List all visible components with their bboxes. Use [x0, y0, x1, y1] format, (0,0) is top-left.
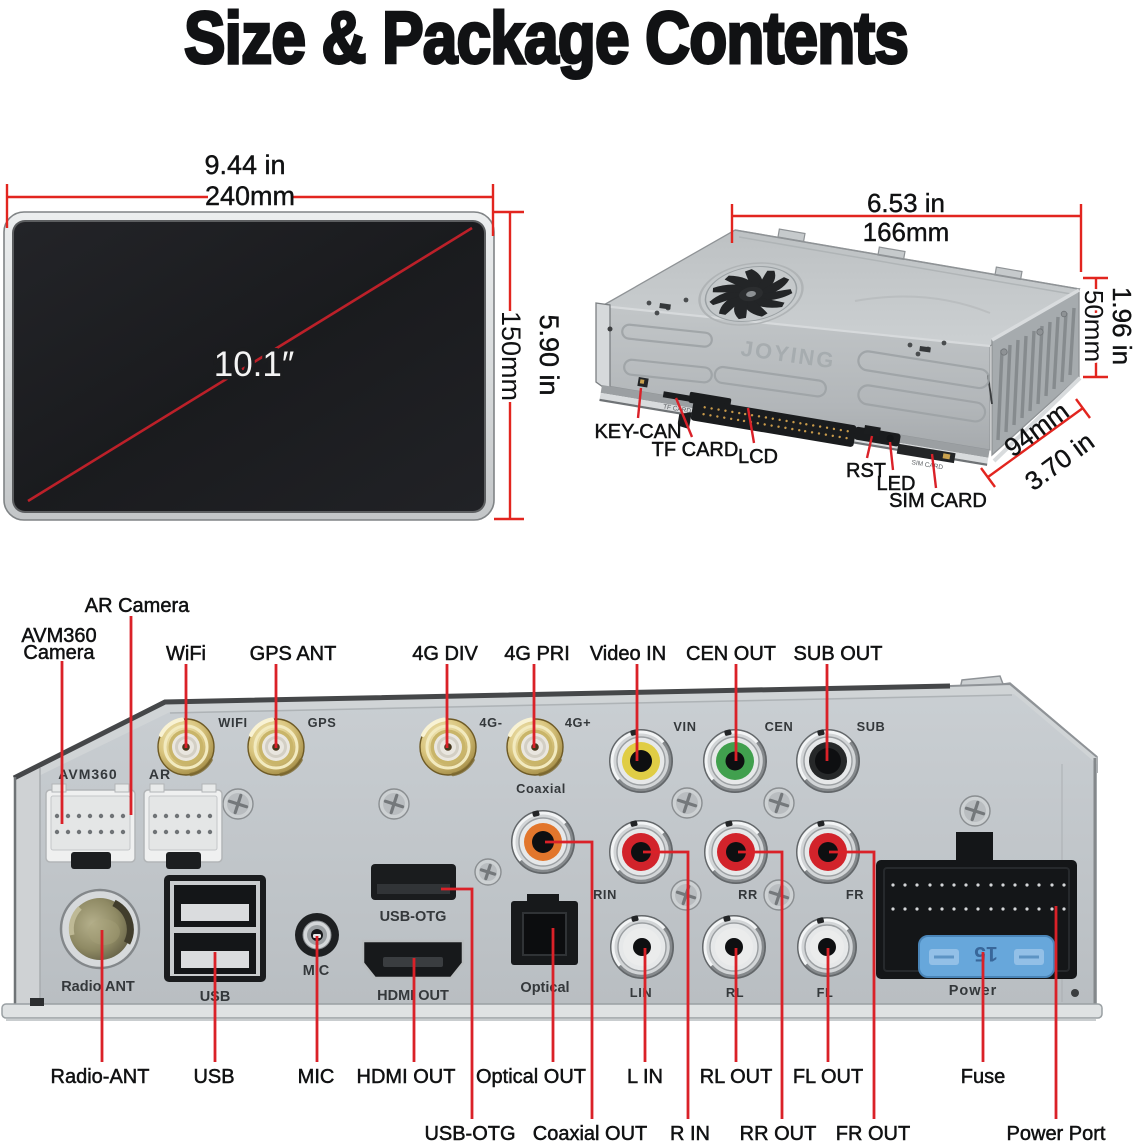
- svg-text:Fuse: Fuse: [961, 1066, 1005, 1088]
- svg-text:GPS ANT: GPS ANT: [250, 643, 337, 665]
- svg-text:AR: AR: [149, 766, 171, 782]
- svg-text:Power: Power: [949, 983, 998, 999]
- svg-text:Video IN: Video IN: [590, 643, 666, 665]
- svg-text:Coaxial OUT: Coaxial OUT: [533, 1123, 647, 1142]
- svg-text:Coaxial: Coaxial: [516, 781, 566, 796]
- svg-text:Camera: Camera: [23, 642, 95, 664]
- svg-text:Optical: Optical: [520, 980, 569, 996]
- svg-text:KEY-CAN: KEY-CAN: [594, 421, 681, 443]
- svg-text:4G PRI: 4G PRI: [504, 643, 570, 665]
- svg-text:240mm: 240mm: [205, 181, 295, 211]
- svg-text:VIN: VIN: [673, 719, 696, 734]
- svg-text:10.1″: 10.1″: [214, 345, 295, 384]
- svg-text:GPS: GPS: [308, 715, 337, 730]
- svg-text:FL OUT: FL OUT: [793, 1066, 863, 1088]
- svg-text:FR: FR: [846, 887, 864, 902]
- svg-text:USB-OTG: USB-OTG: [380, 909, 447, 925]
- svg-text:TF CARD: TF CARD: [663, 403, 692, 415]
- svg-text:AVM360: AVM360: [58, 766, 117, 782]
- svg-text:USB-OTG: USB-OTG: [424, 1123, 515, 1142]
- svg-text:5.90 in: 5.90 in: [534, 314, 564, 395]
- svg-text:150mm: 150mm: [496, 311, 526, 401]
- svg-text:AVM360: AVM360: [21, 625, 96, 647]
- svg-text:Radio-ANT: Radio-ANT: [51, 1066, 150, 1088]
- svg-text:RST: RST: [846, 460, 886, 482]
- svg-text:L IN: L IN: [627, 1066, 663, 1088]
- svg-text:Size & Package Contents: Size & Package Contents: [184, 0, 908, 79]
- svg-text:SUB: SUB: [857, 719, 886, 734]
- svg-text:50mm: 50mm: [1079, 290, 1109, 362]
- svg-text:WiFi: WiFi: [166, 643, 206, 665]
- svg-text:Power Port: Power Port: [1007, 1123, 1106, 1142]
- svg-text:CEN: CEN: [765, 719, 794, 734]
- svg-text:1.96 in: 1.96 in: [1107, 287, 1134, 365]
- svg-text:CEN OUT: CEN OUT: [686, 643, 776, 665]
- svg-text:4G DIV: 4G DIV: [412, 643, 478, 665]
- svg-text:RIN: RIN: [593, 887, 617, 902]
- svg-text:Optical OUT: Optical OUT: [476, 1066, 586, 1088]
- svg-text:9.44 in: 9.44 in: [204, 150, 285, 180]
- svg-text:RL OUT: RL OUT: [700, 1066, 773, 1088]
- svg-text:166mm: 166mm: [863, 217, 950, 247]
- svg-text:LIN: LIN: [630, 985, 652, 1000]
- svg-text:Radio ANT: Radio ANT: [61, 979, 135, 995]
- svg-text:FL: FL: [817, 985, 834, 1000]
- svg-text:AR Camera: AR Camera: [85, 595, 190, 617]
- svg-text:R IN: R IN: [670, 1123, 710, 1142]
- svg-text:4G-: 4G-: [479, 715, 502, 730]
- svg-text:TF CARD: TF CARD: [652, 439, 739, 461]
- svg-text:FR OUT: FR OUT: [836, 1123, 910, 1142]
- svg-text:MIC: MIC: [298, 1066, 335, 1088]
- svg-text:WIFI: WIFI: [218, 715, 247, 730]
- svg-text:RR OUT: RR OUT: [740, 1123, 817, 1142]
- svg-text:LCD: LCD: [738, 446, 778, 468]
- svg-text:HDMI OUT: HDMI OUT: [357, 1066, 456, 1088]
- svg-text:USB: USB: [193, 1066, 234, 1088]
- svg-text:6.53 in: 6.53 in: [867, 188, 945, 218]
- svg-text:SIM CARD: SIM CARD: [889, 490, 987, 512]
- svg-text:SUB OUT: SUB OUT: [794, 643, 883, 665]
- svg-text:4G+: 4G+: [565, 715, 591, 730]
- svg-text:RR: RR: [738, 887, 758, 902]
- svg-text:15: 15: [974, 942, 998, 965]
- svg-text:LED: LED: [877, 473, 916, 495]
